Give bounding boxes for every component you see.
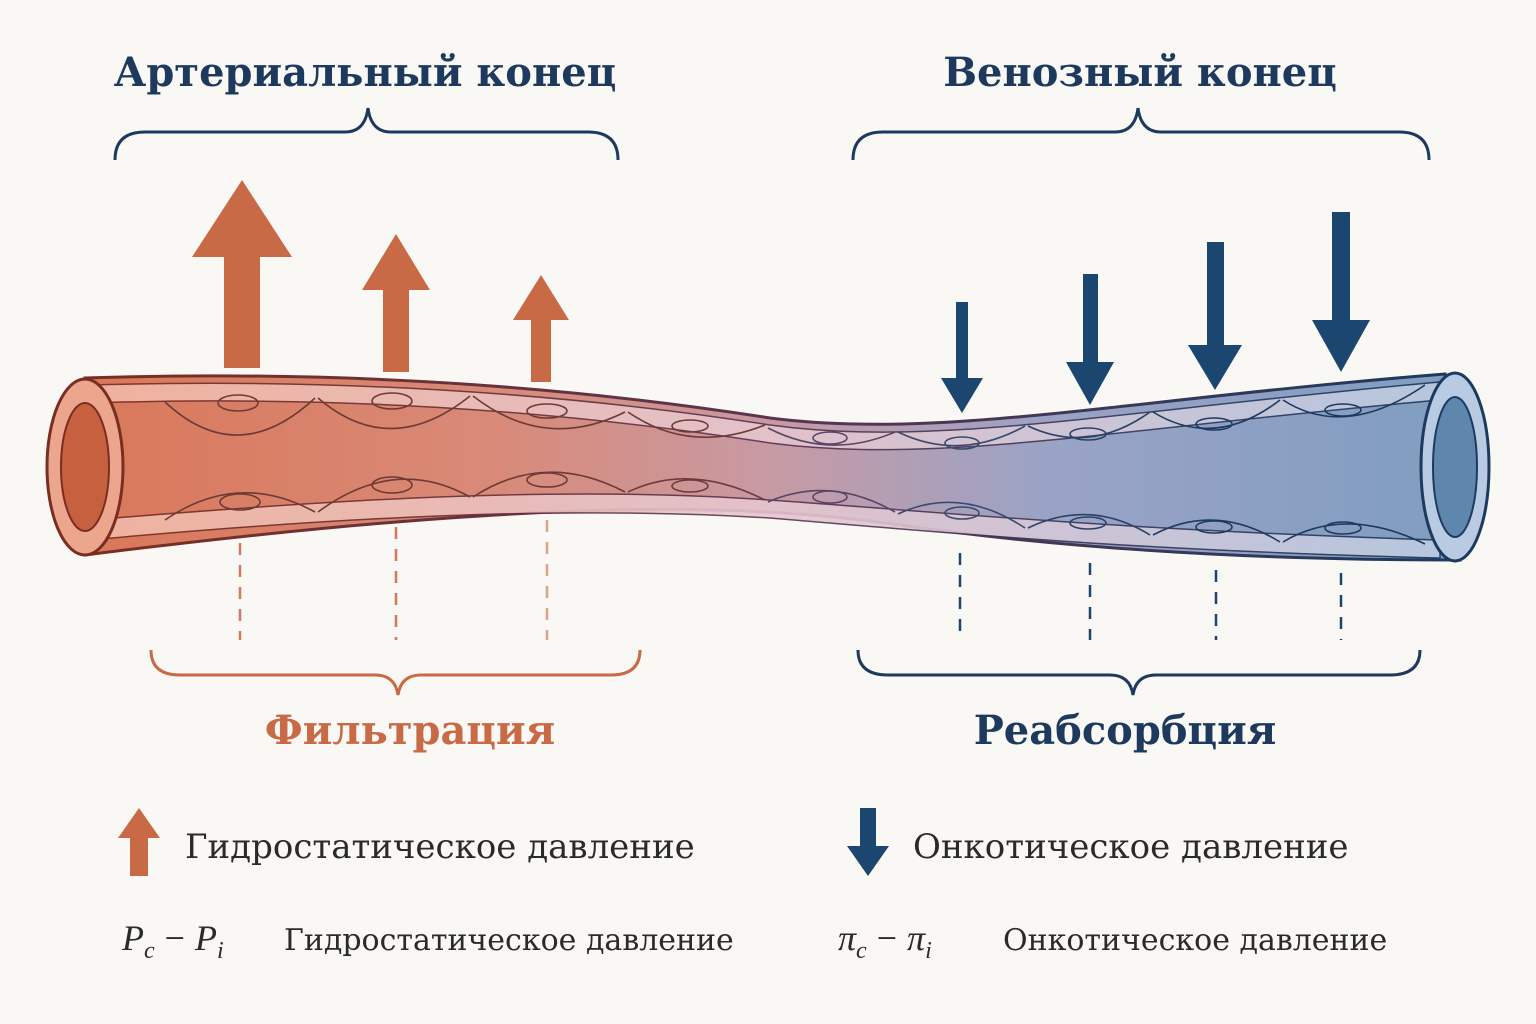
filtration-guides: [238, 520, 549, 640]
arrow-up-icon: [192, 180, 292, 368]
arrow-up-icon: [362, 234, 430, 372]
formula-onco-text: Онкотическое давление: [1003, 923, 1387, 958]
arrow-up-icon: [513, 275, 569, 382]
legend-oncotic-text: Онкотическое давление: [913, 827, 1349, 867]
arterial-end-title: Артериальный конец: [114, 49, 617, 96]
reabsorption-arrows: [941, 212, 1370, 413]
venous-brace: [851, 107, 1431, 161]
endothelial-cells-lower: [164, 471, 1426, 545]
oncotic-formula: πc−πi Онкотическое давление: [838, 918, 1387, 964]
formula-term: πc−πi: [838, 918, 932, 964]
arterial-lumen: [60, 402, 110, 532]
venous-end-title: Венозный конец: [943, 49, 1337, 96]
arrow-down-icon: [1066, 274, 1114, 405]
formula-hydro-text: Гидростатическое давление: [284, 923, 734, 958]
hydrostatic-formula: Pc−Pi Гидростатическое давление: [121, 918, 734, 964]
legend: Гидростатическое давление Онкотическое д…: [118, 808, 1349, 876]
venous-lumen: [1432, 396, 1478, 538]
reabsorption-brace: [856, 649, 1422, 696]
arrow-up-icon: [118, 808, 160, 876]
vessel-lower-layer: [89, 493, 1441, 559]
filtration-arrows: [192, 180, 569, 382]
arrow-down-icon: [941, 302, 983, 413]
filtration-label: Фильтрация: [265, 707, 555, 754]
legend-hydrostatic-text: Гидростатическое давление: [185, 827, 695, 867]
endothelial-cells-upper: [164, 384, 1426, 450]
reabsorption-label: Реабсорбция: [974, 707, 1277, 754]
arrow-down-icon: [1312, 212, 1370, 372]
filtration-brace: [149, 649, 642, 696]
arterial-brace: [113, 107, 620, 161]
arrow-down-icon: [1188, 242, 1242, 390]
arrow-down-icon: [847, 808, 889, 876]
reabsorption-guides: [958, 553, 1343, 640]
formula-term: Pc−Pi: [121, 918, 224, 964]
capillary-vessel: [45, 371, 1491, 563]
